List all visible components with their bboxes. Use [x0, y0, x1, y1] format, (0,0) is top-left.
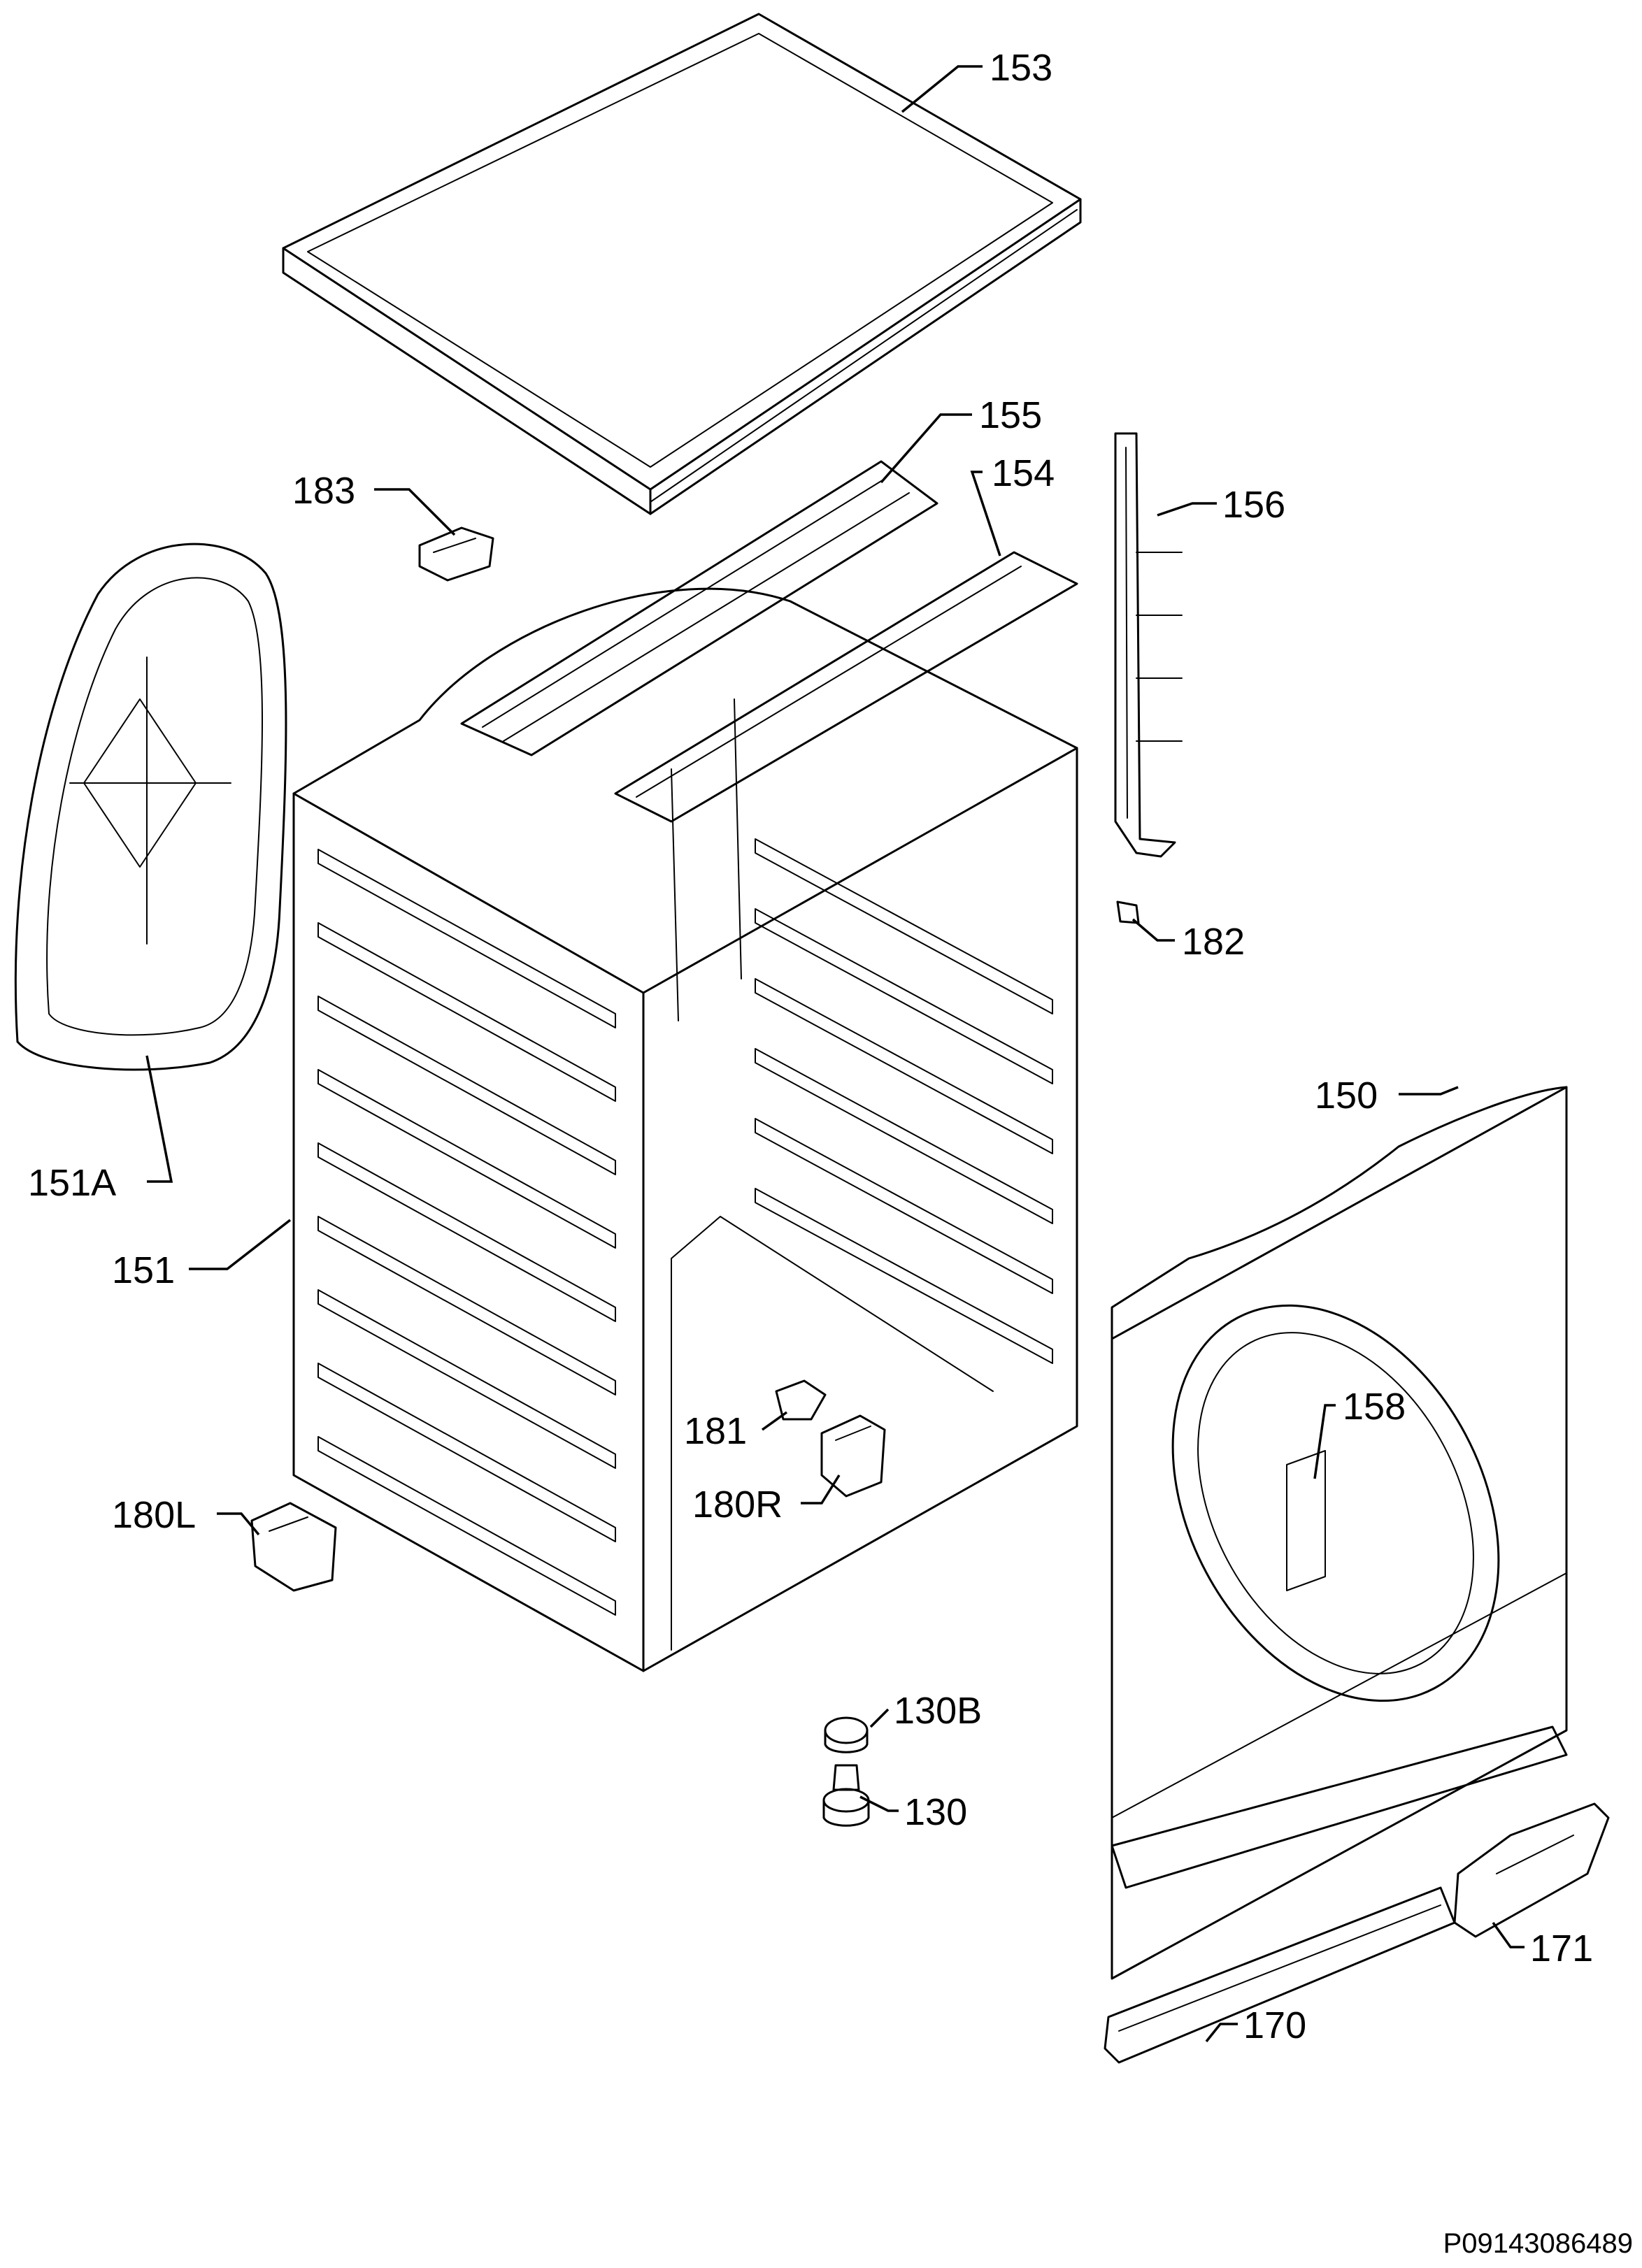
part-154-front-rail — [614, 551, 1078, 823]
part-180r-bracket — [820, 1414, 886, 1498]
label-183: 183 — [292, 470, 355, 512]
part-183-clip — [418, 526, 494, 582]
label-181: 181 — [684, 1410, 747, 1452]
document-number: P09143086489 — [1443, 2228, 1633, 2259]
part-130b-nut — [824, 1716, 869, 1753]
leader-lines — [145, 65, 1525, 2043]
cabinet-right-ribs — [755, 838, 1053, 1364]
leader-171 — [1492, 1921, 1525, 1948]
leader-150 — [1399, 1086, 1459, 1096]
leader-181 — [761, 1411, 788, 1431]
leader-151a — [145, 1055, 173, 1183]
label-151: 151 — [112, 1249, 175, 1291]
label-130b: 130B — [894, 1690, 982, 1732]
leader-182 — [1131, 918, 1175, 942]
label-158: 158 — [1343, 1386, 1406, 1428]
label-171: 171 — [1530, 1928, 1593, 1969]
label-170: 170 — [1243, 2004, 1306, 2046]
leader-130 — [859, 1795, 899, 1812]
part-130-foot — [822, 1764, 870, 1827]
part-150-front-panel — [1111, 1086, 1568, 1980]
leader-180l — [217, 1512, 260, 1536]
leader-156 — [1157, 502, 1217, 517]
leader-154 — [970, 471, 1001, 557]
cabinet-left-ribs — [317, 849, 616, 1616]
leader-130b — [869, 1708, 890, 1728]
label-180l: 180L — [112, 1494, 196, 1536]
label-150: 150 — [1315, 1075, 1378, 1117]
part-151a-liner — [14, 543, 287, 1071]
part-170-plinth — [1104, 1725, 1568, 2064]
part-155-rear-rail — [460, 460, 938, 756]
leader-170 — [1205, 2023, 1238, 2043]
part-153-top-cover — [282, 13, 1082, 515]
label-155: 155 — [979, 394, 1042, 436]
leader-153 — [901, 65, 983, 113]
label-182: 182 — [1182, 921, 1245, 963]
leader-158 — [1313, 1404, 1336, 1479]
leader-151 — [189, 1219, 292, 1270]
leader-183 — [374, 488, 456, 536]
label-180r: 180R — [692, 1484, 783, 1526]
part-180l-bracket — [250, 1502, 337, 1592]
label-156: 156 — [1222, 484, 1285, 526]
part-156-side-bracket — [1114, 432, 1183, 858]
label-154: 154 — [992, 452, 1055, 494]
part-182-screw — [1116, 900, 1140, 924]
label-130: 130 — [904, 1791, 967, 1833]
label-151a: 151A — [28, 1162, 116, 1204]
label-153: 153 — [990, 47, 1052, 89]
callout-labels: 153 155 154 156 183 182 150 151A 151 158… — [28, 47, 1593, 2046]
part-151-cabinet — [292, 587, 1078, 1672]
leader-155 — [880, 413, 972, 484]
part-171-drawer-handle — [1453, 1802, 1610, 1938]
leader-180r — [801, 1474, 841, 1505]
